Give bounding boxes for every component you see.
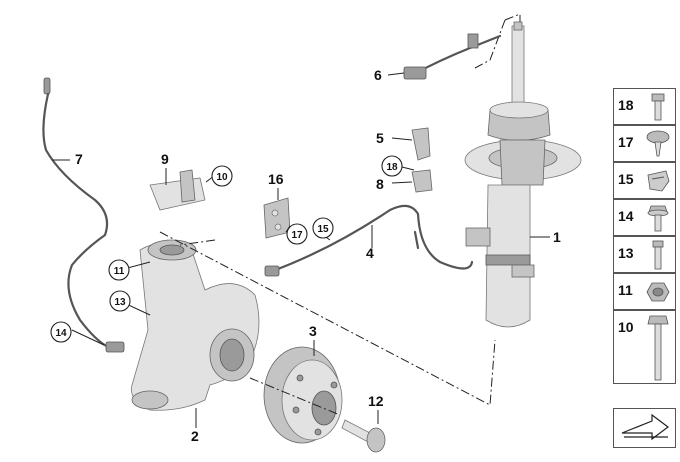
- legend-item: 11: [613, 273, 676, 310]
- brake-pad-wire-6: [387, 33, 502, 80]
- wheel-hub: [263, 340, 343, 444]
- legend-item: 17: [613, 125, 676, 162]
- callout-2: 2: [191, 428, 199, 444]
- callout-5: 5: [376, 130, 384, 146]
- legend-number: 15: [618, 171, 634, 187]
- callout-9: 9: [161, 151, 169, 167]
- legend-number: 17: [618, 134, 634, 150]
- callout-4: 4: [366, 245, 374, 261]
- legend-number: 10: [618, 319, 634, 335]
- legend-item: 13: [613, 236, 676, 273]
- cable-clip-icon: [647, 170, 670, 192]
- legend-number: 18: [618, 97, 634, 113]
- pan-head-screw-icon: [646, 130, 670, 157]
- legend-number: 14: [618, 208, 634, 224]
- callout-14-ring: 14: [50, 321, 72, 343]
- callout-18-ring: 18: [381, 155, 403, 177]
- legend-number: 11: [618, 282, 633, 298]
- callout-3: 3: [309, 323, 317, 339]
- callout-16: 16: [268, 171, 284, 187]
- legend-item: 15: [613, 162, 676, 199]
- grease-arrow-icon: [621, 413, 669, 441]
- callout-11: 11: [114, 266, 125, 277]
- bracket-5: [391, 127, 431, 161]
- callout-10: 10: [216, 172, 228, 183]
- callout-8: 8: [376, 176, 384, 192]
- callout-17-ring: 17: [286, 223, 308, 245]
- callout-6: 6: [374, 67, 382, 83]
- legend-item: [613, 408, 676, 448]
- callout-17: 17: [291, 230, 303, 241]
- steering-knuckle: [131, 239, 260, 428]
- callout-11-ring: 11: [108, 259, 130, 281]
- callout-13: 13: [114, 297, 126, 308]
- hex-nut-icon: [646, 282, 670, 302]
- long-hex-bolt-icon: [647, 315, 669, 381]
- callout-15: 15: [317, 224, 329, 235]
- bracket-8: [391, 169, 433, 193]
- bolt-short-icon: [651, 93, 665, 121]
- bracket-16: [263, 188, 291, 239]
- legend-item: 18: [613, 88, 676, 125]
- callout-12: 12: [368, 393, 384, 409]
- legend-number: 13: [618, 245, 634, 261]
- strut-assembly: [464, 13, 582, 328]
- hub-bolt: [341, 410, 386, 453]
- callout-18: 18: [386, 162, 398, 173]
- callout-7: 7: [75, 151, 83, 167]
- bracket-9: [149, 168, 206, 211]
- callout-13-ring: 13: [109, 290, 131, 312]
- flange-bolt-icon: [647, 205, 669, 232]
- wheel-speed-sensor-7: [42, 77, 125, 353]
- callout-1: 1: [553, 229, 561, 245]
- bolt-icon: [652, 240, 664, 270]
- sensor-wire-4: [264, 204, 474, 277]
- callout-15-ring: 15: [312, 217, 334, 239]
- legend-item: 14: [613, 199, 676, 236]
- legend-item: 10: [613, 310, 676, 384]
- callout-14: 14: [55, 328, 67, 339]
- callout-10-ring: 10: [211, 165, 233, 187]
